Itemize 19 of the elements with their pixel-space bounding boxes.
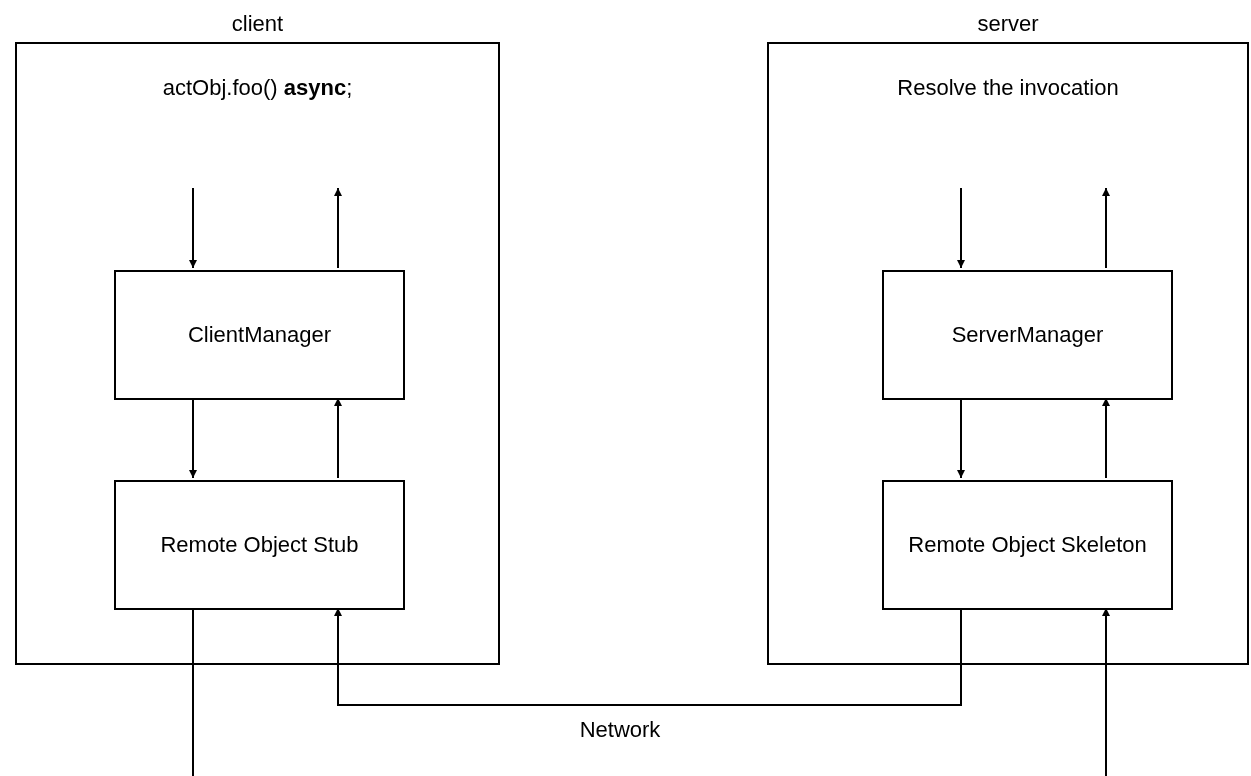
process-box: ServerManager <box>882 270 1173 400</box>
arrow <box>189 187 197 269</box>
arrow <box>334 397 342 479</box>
arrow <box>957 397 965 479</box>
network-label: Network <box>579 716 661 744</box>
arrow <box>334 187 342 269</box>
container-heading: server <box>976 10 1040 38</box>
arrow <box>334 607 962 706</box>
process-box: Remote Object Skeleton <box>882 480 1173 610</box>
container-text: actObj.foo() async; <box>161 74 354 102</box>
arrow <box>1102 397 1110 479</box>
arrow <box>957 187 965 269</box>
arrow <box>1102 187 1110 269</box>
container-text: Resolve the invocation <box>896 74 1120 102</box>
container-heading: client <box>230 10 285 38</box>
arrow <box>189 397 197 479</box>
arrow <box>1102 607 1110 776</box>
process-box: ClientManager <box>114 270 405 400</box>
process-box: Remote Object Stub <box>114 480 405 610</box>
